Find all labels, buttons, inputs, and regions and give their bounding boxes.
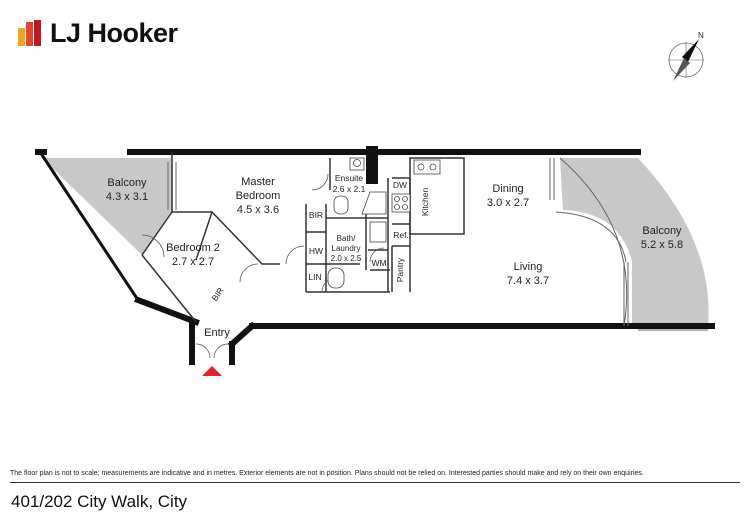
brand-name: LJ Hooker — [50, 17, 178, 48]
sink-icon — [413, 159, 441, 175]
exterior-walls — [35, 146, 715, 365]
ensuite-name: Ensuite — [335, 173, 364, 183]
cooktop-icon — [391, 193, 411, 213]
wm-label: WM — [371, 258, 386, 268]
brand-logo: LJ Hooker — [18, 18, 178, 48]
vanity-icon — [369, 221, 387, 243]
property-address: 401/202 City Walk, City — [11, 492, 188, 511]
disclaimer: The floor plan is not to scale; measurem… — [10, 470, 644, 477]
master-name-line1: Master — [241, 176, 275, 188]
brand-logo-mark — [18, 20, 42, 46]
balcony-right-area — [560, 158, 709, 326]
interior-walls — [141, 152, 465, 323]
bedroom2-name: Bedroom 2 — [166, 242, 220, 254]
bath-name-line2: Laundry — [332, 244, 361, 253]
balcony-right-size: 5.2 x 5.8 — [641, 239, 683, 251]
floor-plan: N — [35, 31, 715, 376]
bir-bedroom2-label: BIR — [209, 286, 225, 303]
shower-icon — [361, 191, 387, 215]
living-size: 7.4 x 3.7 — [507, 275, 549, 287]
kitchen-label: Kitchen — [420, 188, 430, 217]
bedroom2-size: 2.7 x 2.7 — [172, 256, 214, 268]
entry-arrow-icon — [202, 366, 222, 376]
lin-label: LIN — [308, 272, 321, 282]
compass-north-label: N — [698, 31, 704, 40]
bath-size: 2.0 x 2.5 — [331, 254, 362, 263]
toilet-icon — [333, 195, 349, 215]
room-labels: Balcony 4.3 x 3.1 Master Bedroom 4.5 x 3… — [106, 173, 683, 339]
balcony-left-size: 4.3 x 3.1 — [106, 191, 148, 203]
toilet-2-icon — [327, 267, 345, 289]
hw-label: HW — [309, 246, 323, 256]
door-swings — [141, 173, 385, 359]
windows — [167, 157, 708, 331]
dw-label: DW — [393, 180, 407, 190]
dining-size: 3.0 x 2.7 — [487, 197, 529, 209]
north-arrow-icon: N — [668, 31, 704, 81]
ensuite-size: 2.6 x 2.1 — [333, 184, 366, 194]
fixtures — [327, 157, 441, 289]
logo-bar-orange — [26, 22, 33, 46]
ref-label: Ref. — [393, 230, 409, 240]
logo-bar-yellow — [18, 28, 25, 46]
footer-divider — [10, 482, 740, 483]
bir-master-label: BIR — [309, 210, 323, 220]
balcony-left-area — [42, 158, 172, 255]
entry-name: Entry — [204, 327, 230, 339]
pantry-label: Pantry — [395, 257, 405, 282]
logo-bar-red — [34, 20, 41, 46]
master-size: 4.5 x 3.6 — [237, 204, 279, 216]
balcony-right-name: Balcony — [642, 225, 682, 237]
balcony-left-name: Balcony — [107, 177, 147, 189]
living-name: Living — [514, 261, 543, 273]
bath-name-line1: Bath/ — [337, 234, 356, 243]
dining-name: Dining — [492, 183, 523, 195]
master-name-line2: Bedroom — [236, 190, 281, 202]
